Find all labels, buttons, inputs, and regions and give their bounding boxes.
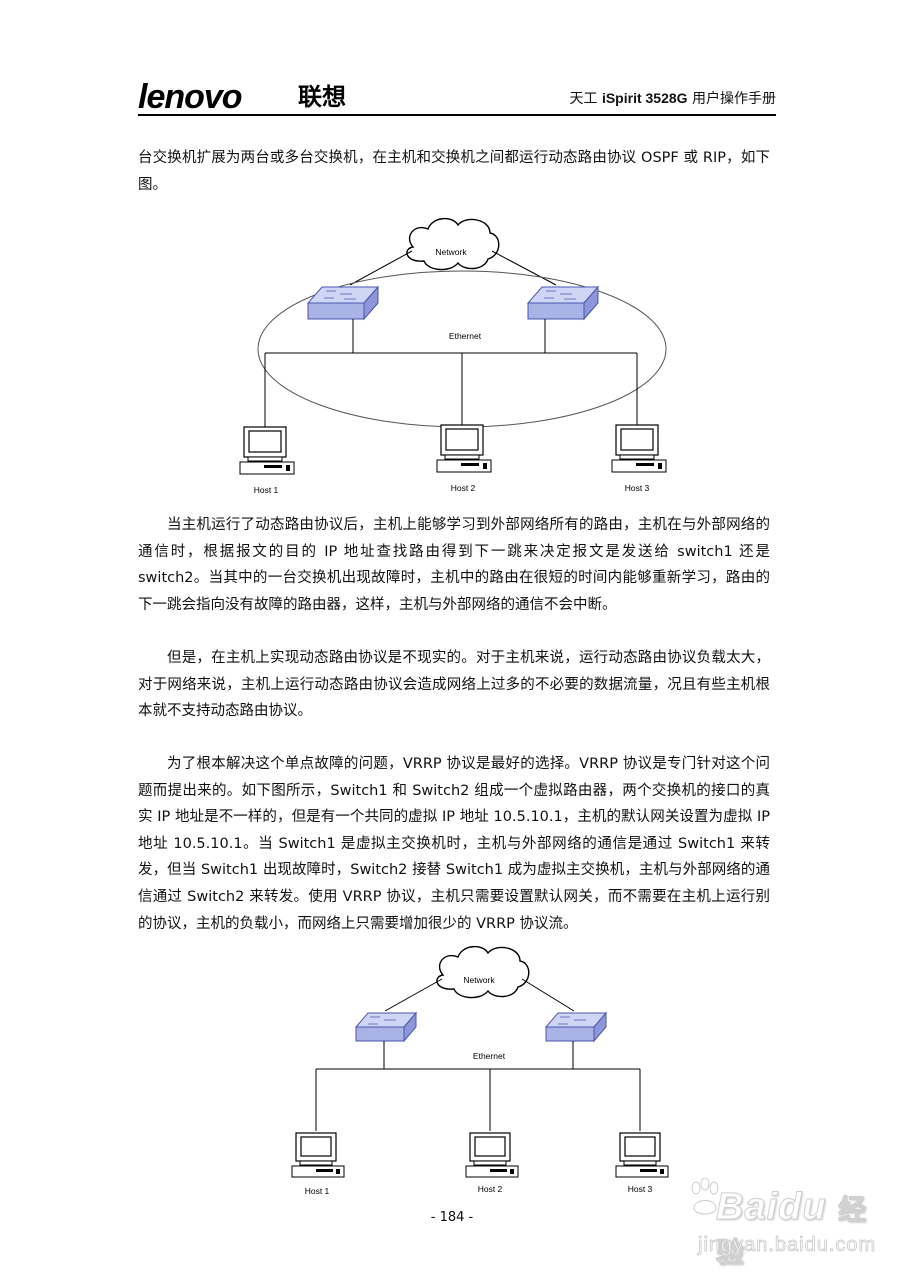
header-rule xyxy=(138,114,776,116)
watermark-url: jingyan.baidu.com xyxy=(698,1234,877,1257)
lenovo-logo-cn: 联想 xyxy=(298,83,346,111)
network-cloud-icon xyxy=(436,946,530,999)
host2-computer-icon xyxy=(465,1132,519,1178)
switch1-icon xyxy=(306,285,380,321)
host3-computer-icon xyxy=(611,424,667,473)
switch1-icon xyxy=(354,1011,418,1043)
paragraph-3: 但是，在主机上实现动态路由协议是不现实的。对于主机来说，运行动态路由协议负载太大… xyxy=(138,650,770,720)
paragraph-2: 当主机运行了动态路由协议后，主机上能够学习到外部网络所有的路由，主机在与外部网络… xyxy=(138,517,770,613)
network-diagram-2: Network Ethernet Host 1 Host 2 xyxy=(291,946,669,1196)
paragraph-1: 台交换机扩展为两台或多台交换机，在主机和交换机之间都运行动态路由协议 OSPF … xyxy=(138,150,770,193)
manual-title-prefix: 天工 xyxy=(569,91,602,107)
page-number: - 184 - xyxy=(430,1210,474,1225)
paragraph-4: 为了根本解决这个单点故障的问题，VRRP 协议是最好的选择。VRRP 协议是专门… xyxy=(138,756,770,932)
watermark-brand-latin: Bai xyxy=(715,1186,779,1229)
host1-label: Host 1 xyxy=(254,485,279,495)
host3-computer-icon xyxy=(615,1132,669,1178)
network-label: Network xyxy=(435,247,467,257)
host2-label: Host 2 xyxy=(451,483,476,493)
watermark-brand-cn: 经验 xyxy=(715,1193,868,1270)
watermark-brand: Baidu 经验 xyxy=(715,1186,896,1272)
host1-label: Host 1 xyxy=(305,1186,330,1196)
lenovo-logo: lenovo xyxy=(138,78,243,116)
paw-icon xyxy=(691,1178,719,1215)
baidu-watermark: Baidu 经验 jingyan.baidu.com xyxy=(686,1168,896,1270)
network-label: Network xyxy=(463,975,495,985)
switch2-icon xyxy=(526,285,600,321)
ethernet-label: Ethernet xyxy=(449,331,482,341)
host1-computer-icon xyxy=(239,426,295,475)
page-header: lenovo 联想 天工 iSpirit 3528G 用户操作手册 xyxy=(138,72,776,116)
network-diagram-1: Network Ethernet Host 1 xyxy=(239,218,667,495)
host2-label: Host 2 xyxy=(478,1184,503,1194)
switch2-icon xyxy=(544,1011,608,1043)
manual-title-suffix: 用户操作手册 xyxy=(687,91,776,107)
host1-computer-icon xyxy=(291,1132,345,1178)
host3-label: Host 3 xyxy=(628,1184,653,1194)
host2-computer-icon xyxy=(436,424,492,473)
manual-title: 天工 iSpirit 3528G 用户操作手册 xyxy=(570,88,777,109)
ethernet-label: Ethernet xyxy=(473,1051,506,1061)
watermark-brand-du: du xyxy=(778,1186,827,1229)
host3-label: Host 3 xyxy=(625,483,650,493)
network-cloud-icon xyxy=(406,218,500,271)
manual-title-product: iSpirit 3528G xyxy=(601,90,688,106)
